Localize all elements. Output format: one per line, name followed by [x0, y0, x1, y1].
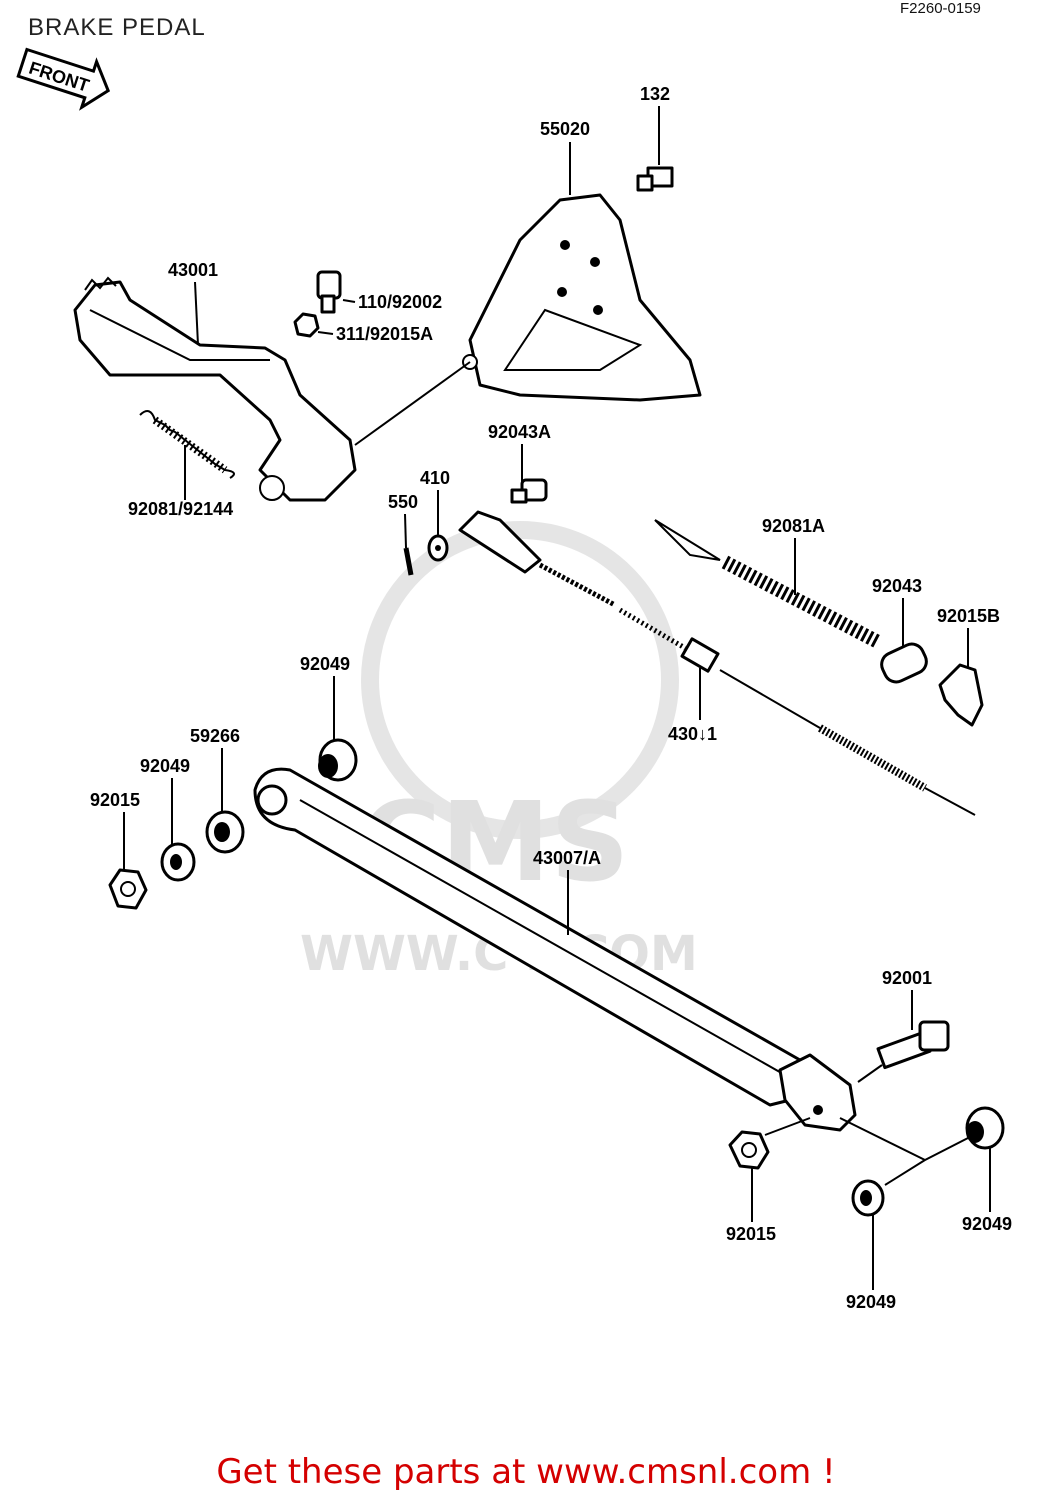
bolt-110-92002 — [316, 270, 342, 314]
label-92015B: 92015B — [937, 606, 1000, 626]
brake-rod-430-1 — [458, 510, 976, 816]
label-92049-left: 92049 — [140, 756, 190, 776]
nut-92015-left — [108, 868, 148, 910]
pin-92043A — [510, 478, 548, 504]
label-550: 550 — [388, 492, 418, 512]
label-132: 132 — [640, 84, 670, 104]
label-92049-right: 92049 — [962, 1214, 1012, 1234]
collar-92043 — [880, 642, 928, 684]
bracket-55020 — [462, 193, 702, 402]
label-92015-left: 92015 — [90, 790, 140, 810]
label-55020: 55020 — [540, 119, 590, 139]
diagram-title: BRAKE PEDAL — [28, 14, 206, 41]
nut-92015-right — [728, 1130, 770, 1170]
label-92001: 92001 — [882, 968, 932, 988]
spacer-59266 — [205, 810, 245, 854]
part-labels: 132 55020 43001 110/92002 311/92015A 920… — [90, 84, 1012, 1312]
bushing-92049-lower — [851, 1179, 885, 1217]
bolt-92001 — [876, 1020, 950, 1070]
spring-92081-92144 — [139, 410, 235, 479]
spring-92081A — [721, 555, 882, 649]
washer-410 — [427, 534, 449, 562]
label-410: 410 — [420, 468, 450, 488]
cotter-pin-550 — [403, 547, 414, 576]
label-92043: 92043 — [872, 576, 922, 596]
nut-311-92015A — [293, 312, 320, 338]
label-311-92015A: 311/92015A — [336, 324, 433, 344]
rod-43007A — [253, 767, 857, 1132]
label-43001: 43001 — [168, 260, 218, 280]
front-arrow-badge: FRONT — [16, 47, 111, 111]
label-92081A: 92081A — [762, 516, 825, 536]
label-92015-right: 92015 — [726, 1224, 776, 1244]
label-430-1: 430↓1 — [668, 724, 717, 744]
bushing-92049-left — [160, 842, 196, 882]
bushing-92049-right — [965, 1106, 1005, 1150]
label-43007A: 43007/A — [533, 848, 601, 868]
brake-pedal-43001 — [73, 276, 357, 502]
label-59266: 59266 — [190, 726, 240, 746]
label-92049-lower: 92049 — [846, 1292, 896, 1312]
parts-diagram: CMS WWW.C L.COM FRONT — [16, 47, 1012, 1312]
wing-nut-92015B — [938, 663, 984, 727]
label-110-92002: 110/92002 — [358, 292, 442, 312]
label-92043A: 92043A — [488, 422, 551, 442]
bushing-92049-upper — [318, 738, 358, 782]
footer-promo-text[interactable]: Get these parts at www.cmsnl.com ! — [216, 1452, 836, 1492]
label-92049-upper: 92049 — [300, 654, 350, 674]
diagram-reference-code: F2260-0159 — [900, 0, 981, 17]
label-92081-92144: 92081/92144 — [128, 499, 233, 519]
bolt-132 — [636, 166, 674, 192]
